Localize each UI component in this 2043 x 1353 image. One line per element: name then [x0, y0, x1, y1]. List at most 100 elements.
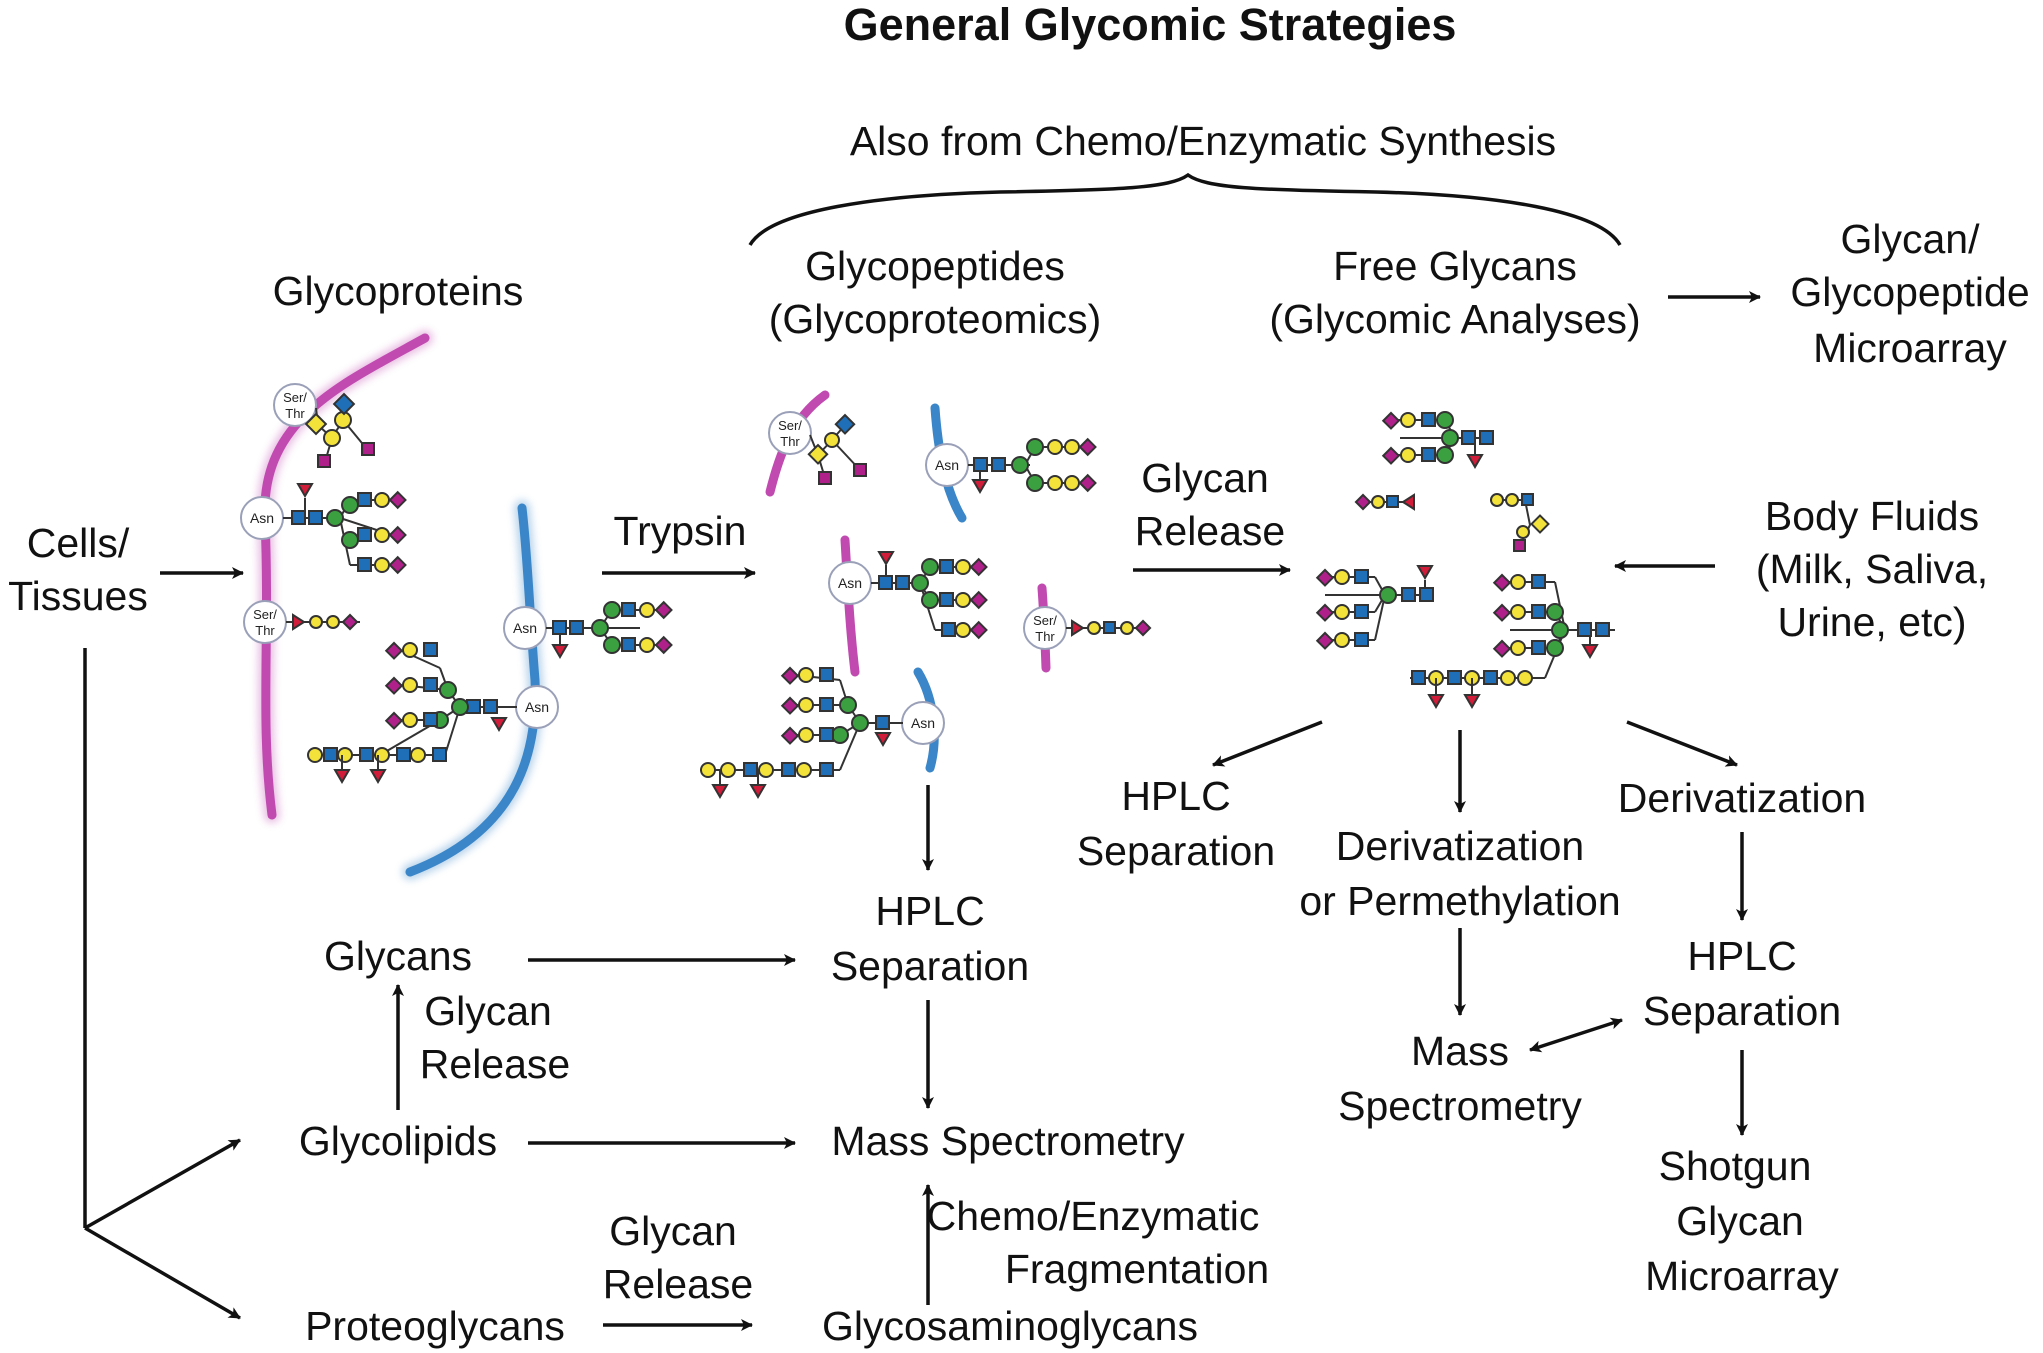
- fucose-triangle-icon: [333, 769, 351, 784]
- galnac-square-icon: [807, 443, 829, 465]
- glcnac-square-icon: [819, 667, 834, 682]
- galactose-circle-icon: [1371, 495, 1385, 509]
- glcnac-square-icon: [423, 677, 438, 692]
- fucose-triangle-icon: [1463, 694, 1481, 709]
- fucose-triangle-icon: [551, 644, 569, 659]
- sialic-acid-diamond-icon: [780, 726, 800, 745]
- sialic-acid-diamond-icon: [384, 641, 404, 660]
- svg-text:Ser/: Ser/: [283, 390, 307, 405]
- galactose-circle-icon: [639, 602, 655, 618]
- svg-text:(Glycoproteomics): (Glycoproteomics): [769, 296, 1102, 342]
- glycopeptide-n-glycan-a: [968, 437, 1097, 494]
- mannose-circle-icon: [603, 601, 621, 619]
- glcnac-square-icon: [1411, 670, 1426, 685]
- sialic-acid-diamond-icon: [1354, 493, 1372, 511]
- glcnac-square-icon: [357, 527, 372, 542]
- glcnac-square-icon: [1386, 495, 1399, 508]
- galactose-circle-icon: [410, 747, 426, 763]
- svg-text:Glycopeptide: Glycopeptide: [1790, 269, 2029, 315]
- fucose-triangle-icon: [490, 717, 508, 732]
- mannose-circle-icon: [451, 698, 469, 716]
- galactose-circle-icon: [758, 762, 774, 778]
- label-glycans: Glycans: [324, 933, 472, 979]
- glcnac-square-icon: [357, 492, 372, 507]
- glycan-structures: [283, 392, 1615, 799]
- asn-badge: Asn: [901, 701, 945, 745]
- mannose-circle-icon: [591, 619, 609, 637]
- galactose-circle-icon: [955, 592, 971, 608]
- label-body-fluids: Body Fluids (Milk, Saliva, Urine, etc): [1756, 493, 1988, 645]
- galactose-circle-icon: [1510, 604, 1526, 620]
- glcnac-square-icon: [1354, 632, 1369, 647]
- sialic-acid-diamond-icon: [341, 613, 359, 631]
- fucose-triangle-icon: [749, 784, 767, 799]
- glcnac-square-icon: [1595, 622, 1610, 637]
- svg-text:Release: Release: [1135, 508, 1285, 554]
- glcnac-square-icon: [991, 457, 1006, 472]
- svg-text:(Glycomic Analyses): (Glycomic Analyses): [1269, 296, 1640, 342]
- sialic-acid-diamond-icon: [388, 555, 407, 575]
- galactose-circle-icon: [824, 432, 840, 448]
- glcnac-square-icon: [1577, 622, 1592, 637]
- svg-text:Derivatization: Derivatization: [1336, 823, 1584, 869]
- svg-text:HPLC: HPLC: [875, 888, 984, 934]
- fucose-triangle-icon: [369, 769, 387, 784]
- ser-thr-badge: Ser/Thr: [1023, 606, 1067, 650]
- label-trypsin: Trypsin: [614, 508, 747, 554]
- sialic-acid-diamond-icon: [1078, 437, 1097, 457]
- sialic-acid-diamond-icon: [1315, 568, 1335, 587]
- glcnac-square-icon: [939, 559, 954, 574]
- fucose-triangle-icon: [1071, 619, 1085, 637]
- glcnac-square-icon: [1521, 493, 1534, 506]
- diagram-title: General Glycomic Strategies: [844, 0, 1457, 50]
- galactose-circle-icon: [1064, 439, 1080, 455]
- fucose-triangle-icon: [296, 483, 314, 498]
- galactose-circle-icon: [326, 615, 340, 629]
- mannose-circle-icon: [921, 558, 939, 576]
- sialic-acid-diamond-icon: [780, 696, 800, 715]
- asn-badge: Asn: [828, 561, 872, 605]
- label-hplc-separation-right: HPLC Separation: [1643, 933, 1841, 1034]
- svg-text:Glycopeptides: Glycopeptides: [805, 243, 1065, 289]
- galactose-circle-icon: [1505, 493, 1519, 507]
- svg-text:Body Fluids: Body Fluids: [1765, 493, 1979, 539]
- sialic-acid-diamond-icon: [1315, 603, 1335, 622]
- glcnac-square-icon: [291, 510, 306, 525]
- free-glycan-b: [1315, 565, 1434, 650]
- svg-text:Thr: Thr: [255, 623, 275, 638]
- glcnac-square-icon: [941, 622, 956, 637]
- galactose-circle-icon: [1516, 525, 1530, 539]
- glcnac-square-icon: [1421, 412, 1436, 427]
- sialic-acid-diamond-icon: [384, 676, 404, 695]
- glcnac-square-icon: [875, 715, 890, 730]
- svg-text:Microarray: Microarray: [1645, 1253, 1839, 1299]
- glcnac-square-icon: [308, 510, 323, 525]
- galactose-circle-icon: [798, 727, 814, 743]
- mannose-circle-icon: [341, 496, 359, 514]
- ser-thr-badge: Ser/Thr: [273, 383, 317, 427]
- mannose-circle-icon: [851, 714, 869, 732]
- mannose-circle-icon: [911, 574, 929, 592]
- glcnac-square-icon: [1421, 447, 1436, 462]
- n-glycan-biantennary: [546, 600, 673, 659]
- mannose-circle-icon: [326, 509, 344, 527]
- sialic-acid-diamond-icon: [1381, 446, 1401, 465]
- galactose-circle-icon: [1490, 493, 1504, 507]
- glcnac-square-icon: [1354, 569, 1369, 584]
- label-mass-spectrometry-center: Mass Spectrometry: [831, 1118, 1185, 1164]
- svg-text:Separation: Separation: [1643, 988, 1841, 1034]
- galactose-circle-icon: [1120, 621, 1134, 635]
- glycopeptide-n-glycan-c: [700, 666, 903, 799]
- glcnac-square-icon: [743, 762, 758, 777]
- galactose-circle-icon: [639, 637, 655, 653]
- galactose-circle-icon: [402, 677, 418, 693]
- fucose-triangle-icon: [1416, 565, 1434, 580]
- glcnac-square-icon: [1479, 430, 1494, 445]
- galnac-square-icon: [304, 412, 328, 436]
- sialic-acid-diamond-icon: [1315, 631, 1335, 650]
- label-mass-spectrometry-right: Mass Spectrometry: [1338, 1028, 1582, 1129]
- glcnac-square-icon: [973, 457, 988, 472]
- svg-text:Free Glycans: Free Glycans: [1333, 243, 1577, 289]
- ser-thr-badge: Ser/Thr: [768, 411, 812, 455]
